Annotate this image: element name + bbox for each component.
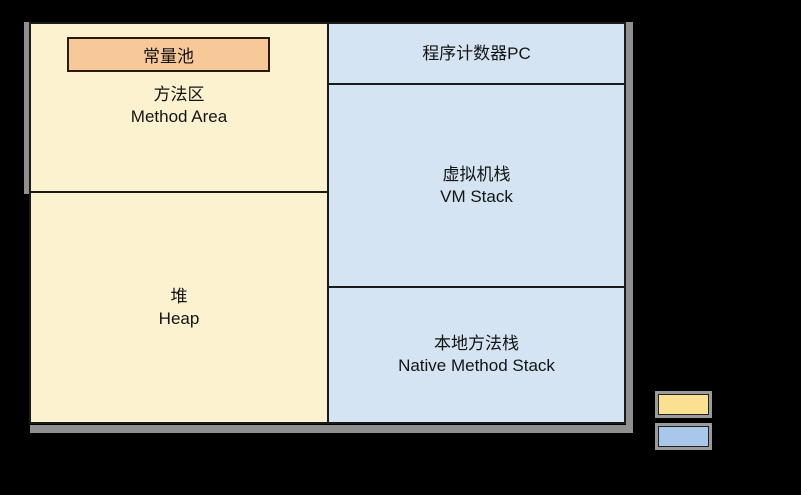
program-counter-label: 程序计数器PC (422, 43, 531, 63)
method-area-label-en: Method Area (130, 107, 228, 126)
shadow-left (24, 22, 30, 194)
thread-private-column: 程序计数器PC 虚拟机栈 VM Stack 本地方法栈 Native Metho… (329, 24, 624, 422)
legend-swatch-blue (655, 423, 712, 450)
constant-pool-label: 常量池 (143, 47, 194, 66)
shadow-bottom (30, 425, 633, 433)
legend-swatch-yellow (655, 391, 712, 418)
legend-swatch-blue-fill (658, 426, 709, 447)
method-area-region: 常量池 方法区 Method Area (31, 24, 327, 193)
thread-shared-column: 常量池 方法区 Method Area 堆 Heap (31, 24, 329, 422)
heap-label-en: Heap (158, 308, 200, 328)
native-method-stack-label: 本地方法栈 Native Method Stack (398, 333, 555, 377)
native-method-stack-region: 本地方法栈 Native Method Stack (329, 288, 624, 422)
heap-label-zh: 堆 (170, 286, 188, 306)
shadow-right (626, 22, 633, 433)
method-area-label-zh: 方法区 (153, 85, 205, 104)
native-method-stack-label-en: Native Method Stack (398, 356, 555, 375)
native-method-stack-label-zh: 本地方法栈 (433, 334, 519, 353)
heap-region: 堆 Heap (31, 193, 327, 422)
vm-stack-label-en: VM Stack (440, 186, 513, 206)
vm-stack-region: 虚拟机栈 VM Stack (329, 85, 624, 288)
constant-pool-box: 常量池 (67, 37, 270, 72)
vm-stack-label-zh: 虚拟机栈 (442, 164, 511, 184)
runtime-data-areas: 常量池 方法区 Method Area 堆 Heap 程序计数器PC (29, 22, 626, 424)
method-area-label: 方法区 Method Area (31, 84, 327, 128)
program-counter-region: 程序计数器PC (329, 24, 624, 85)
vm-stack-label: 虚拟机栈 VM Stack (440, 164, 513, 208)
legend-swatch-yellow-fill (658, 394, 709, 415)
heap-label: 堆 Heap (159, 286, 200, 330)
